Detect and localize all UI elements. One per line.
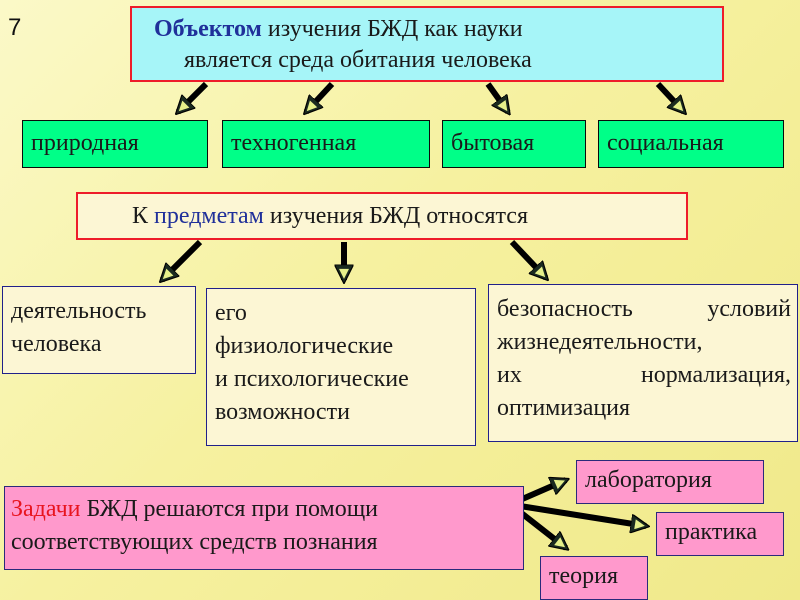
tasks-line-1: Задачи БЖД решаются при помощи [11, 493, 523, 526]
tasks-keyword: Задачи [11, 496, 81, 522]
object-of-study-box: Объектом изучения БЖД как науки является… [130, 6, 724, 82]
tool-theory-box: теория [540, 556, 648, 600]
s3-line: жизнедеятельности, [497, 329, 703, 355]
object-line-1: Объектом изучения БЖД как науки [154, 14, 722, 45]
subject-rest: изучения БЖД относятся [263, 203, 528, 229]
arrow-object-to-social [655, 81, 684, 112]
slide-number: 7 [8, 14, 22, 41]
subject-of-study-box: К предметам изучения БЖД относятся [76, 192, 688, 240]
s2-line: и психологические [215, 366, 409, 392]
tasks-box: Задачи БЖД решаются при помощи соответст… [4, 486, 524, 570]
s1-line: деятельность [11, 298, 147, 324]
tasks-line-1-text: БЖД решаются при помощи [80, 496, 379, 522]
s3-line: оптимизация [497, 395, 631, 421]
subject-prefix: К [132, 203, 155, 229]
env-social-box: социальная [598, 120, 784, 168]
s2-line: возможности [215, 399, 350, 425]
arrow-subject-to-activity [162, 239, 203, 280]
subject-keyword: предметам [154, 203, 264, 229]
arrow-subject-to-safety [509, 239, 546, 278]
arrow-object-to-natural [178, 81, 209, 112]
env-natural-box: природная [22, 120, 208, 168]
object-line-2: является среда обитания человека [184, 47, 532, 73]
tool-practice-box: практика [656, 512, 784, 556]
arrow-object-to-domestic [485, 82, 508, 112]
s2-line: его [215, 300, 247, 326]
object-keyword: Объектом [154, 16, 262, 42]
s2-line: физиологические [215, 333, 394, 359]
arrow-object-to-technogenic [306, 81, 335, 112]
s3-line: безопасность условий [497, 296, 791, 322]
subject-safety-box: безопасность условий жизнедеятельности, … [488, 284, 798, 442]
tool-laboratory-box: лаборатория [576, 460, 764, 504]
subject-activity-box: деятельность человека [2, 286, 196, 374]
subject-capabilities-box: его физиологические и психологические во… [206, 288, 476, 446]
object-line-1-text: изучения БЖД как науки [261, 16, 523, 42]
s1-line: человека [11, 331, 102, 357]
arrow-tasks-to-theory [518, 509, 566, 548]
tasks-line-2: соответствующих средств познания [11, 529, 378, 555]
arrow-tasks-to-practice [519, 503, 646, 526]
env-technogenic-box: техногенная [222, 120, 430, 168]
env-domestic-box: бытовая [442, 120, 586, 168]
arrow-tasks-to-laboratory [518, 480, 566, 503]
s3-line: их нормализация, [497, 362, 791, 388]
